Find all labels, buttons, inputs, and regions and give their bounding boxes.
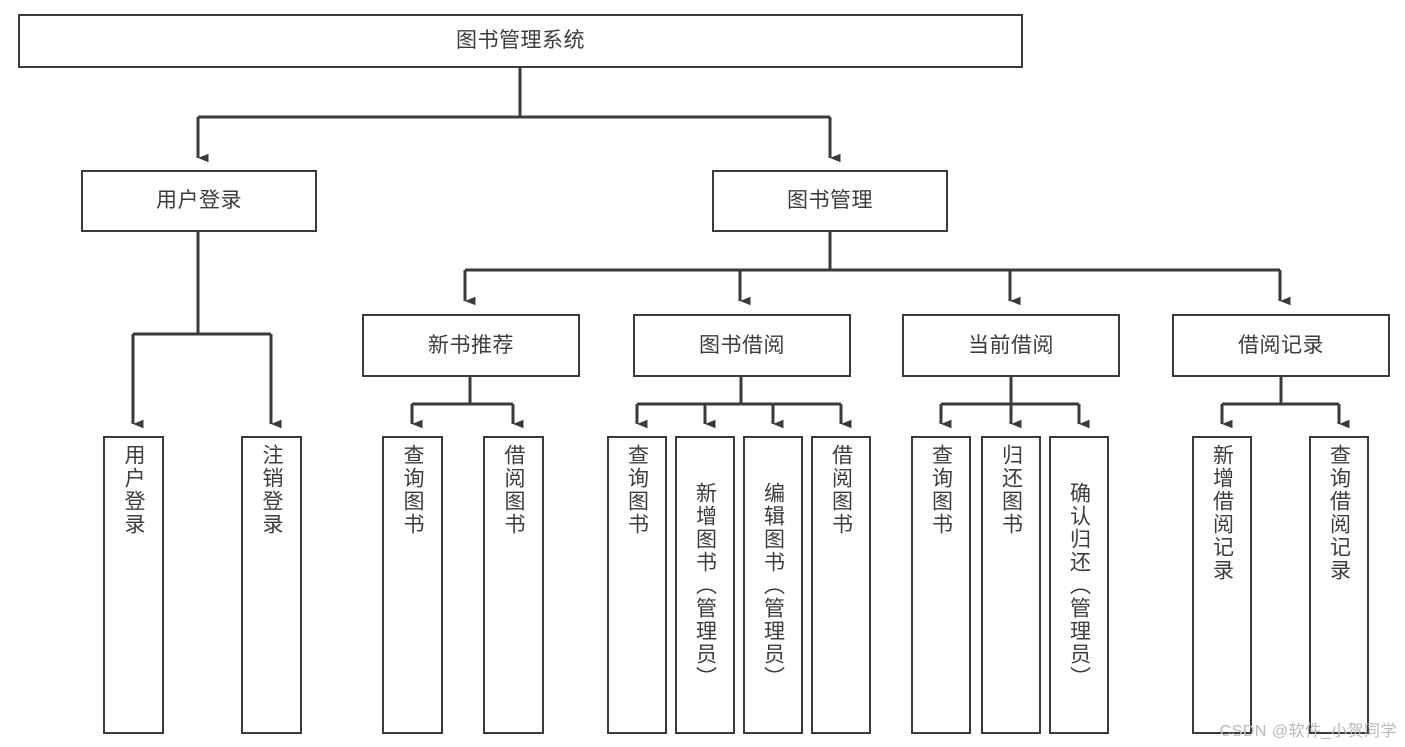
node-label: 查询图书 [401, 444, 424, 536]
node-leaf-add-book-admin[interactable]: 新增图书（管理员） [675, 436, 735, 734]
node-leaf-borrow-book-borrow[interactable]: 借阅图书 [811, 436, 871, 734]
node-leaf-confirm-return-admin[interactable]: 确认归还（管理员） [1049, 436, 1109, 734]
node-leaf-edit-book-admin[interactable]: 编辑图书（管理员） [743, 436, 803, 734]
node-label: 注销登录 [260, 444, 283, 536]
node-book-management[interactable]: 图书管理 [712, 170, 948, 232]
node-label: 查询借阅记录 [1327, 444, 1351, 582]
node-label: 编辑图书（管理员） [761, 481, 785, 689]
node-leaf-query-borrow-record[interactable]: 查询借阅记录 [1309, 436, 1369, 734]
node-label: 用户登录 [156, 189, 242, 213]
node-current-borrow[interactable]: 当前借阅 [902, 314, 1120, 377]
node-user-login[interactable]: 用户登录 [81, 170, 317, 232]
node-leaf-return-book[interactable]: 归还图书 [981, 436, 1041, 734]
node-label: 新增图书（管理员） [693, 481, 717, 689]
node-leaf-logout[interactable]: 注销登录 [241, 436, 302, 734]
node-leaf-add-borrow-record[interactable]: 新增借阅记录 [1192, 436, 1252, 734]
node-root-book-management-system[interactable]: 图书管理系统 [18, 14, 1023, 68]
node-label: 归还图书 [999, 444, 1023, 536]
node-label: 借阅图书 [502, 444, 525, 536]
node-label: 当前借阅 [968, 333, 1054, 357]
node-label: 确认归还（管理员） [1067, 481, 1091, 689]
node-leaf-query-book-current[interactable]: 查询图书 [911, 436, 971, 734]
node-label: 图书借阅 [699, 333, 785, 357]
node-label: 借阅图书 [829, 444, 853, 536]
node-leaf-user-login[interactable]: 用户登录 [103, 436, 164, 734]
node-leaf-query-book-borrow[interactable]: 查询图书 [607, 436, 667, 734]
node-new-book-recommend[interactable]: 新书推荐 [362, 314, 580, 377]
node-leaf-query-book-recommend[interactable]: 查询图书 [382, 436, 443, 734]
node-book-borrow[interactable]: 图书借阅 [633, 314, 851, 377]
node-label: 查询图书 [929, 444, 953, 536]
node-label: 新书推荐 [428, 333, 514, 357]
node-borrow-record[interactable]: 借阅记录 [1172, 314, 1390, 377]
node-label: 新增借阅记录 [1210, 444, 1234, 582]
node-label: 借阅记录 [1238, 333, 1324, 357]
node-label: 用户登录 [122, 444, 145, 536]
node-leaf-borrow-book-recommend[interactable]: 借阅图书 [483, 436, 544, 734]
node-label: 图书管理 [787, 189, 873, 213]
node-label: 查询图书 [625, 444, 649, 536]
node-label: 图书管理系统 [456, 29, 585, 53]
